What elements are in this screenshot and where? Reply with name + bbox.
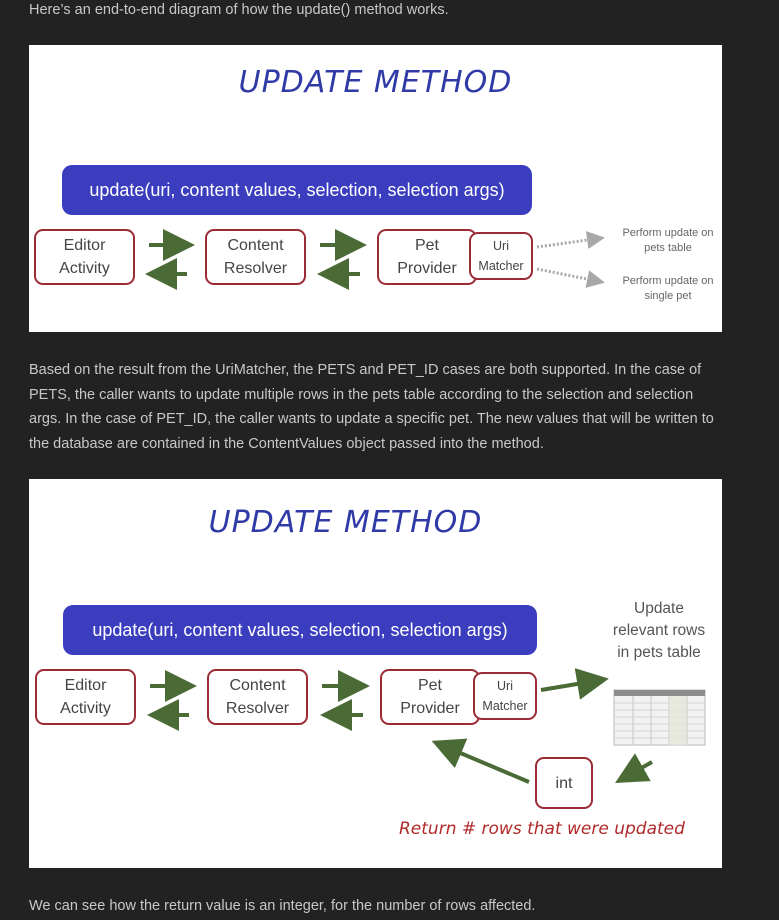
note-pets-table: Perform update on pets table — [622, 227, 714, 254]
node-label: Content Resolver — [225, 677, 290, 717]
uri-matcher-node: Uri Matcher — [473, 672, 537, 720]
return-note: Return # rows that were updated — [399, 819, 685, 839]
node-label: Editor Activity — [59, 237, 110, 277]
node-label: Pet Provider — [400, 677, 460, 717]
diagram2-arrows — [147, 668, 706, 784]
diagram1-arrows — [145, 229, 605, 290]
middle-paragraph: Based on the result from the UriMatcher,… — [29, 362, 714, 452]
arrow-to-single-pet — [536, 267, 605, 288]
intro-paragraph: Here’s an end-to-end diagram of how the … — [29, 2, 449, 18]
node-label: int — [555, 774, 573, 792]
arrow-table-to-int — [615, 753, 653, 783]
node-label: Uri Matcher — [482, 679, 528, 713]
node-label: Editor Activity — [60, 677, 111, 717]
uri-matcher-node: Uri Matcher — [469, 232, 533, 280]
arrow-int-to-provider — [431, 738, 530, 784]
pet-provider-node: Pet Provider — [377, 229, 477, 285]
note-single-pet: Perform update on single pet — [622, 275, 714, 302]
outro-paragraph: We can see how the return value is an in… — [29, 898, 536, 914]
node-label: Pet Provider — [397, 237, 457, 277]
update-call-label: update(uri, content values, selection, s… — [63, 605, 537, 655]
diagram-title: UPDATE METHOD — [238, 65, 513, 100]
update-diagram-2: UPDATE METHOD update(uri, content values… — [29, 479, 722, 868]
editor-activity-node: Editor Activity — [34, 229, 135, 285]
node-label: Uri Matcher — [478, 239, 524, 273]
note-update-rows: Update relevant rows in pets table — [612, 600, 706, 661]
editor-activity-node: Editor Activity — [35, 669, 136, 725]
pets-table-icon — [613, 689, 706, 746]
diagram-title: UPDATE METHOD — [208, 505, 483, 540]
node-label: Content Resolver — [223, 237, 288, 277]
int-node: int — [535, 757, 593, 809]
content-resolver-node: Content Resolver — [207, 669, 308, 725]
update-diagram-1: UPDATE METHOD update(uri, content values… — [29, 45, 722, 332]
content-resolver-node: Content Resolver — [205, 229, 306, 285]
arrow-matcher-to-table — [540, 668, 609, 700]
update-call-label: update(uri, content values, selection, s… — [62, 165, 532, 215]
arrow-to-pets-table — [536, 231, 605, 249]
